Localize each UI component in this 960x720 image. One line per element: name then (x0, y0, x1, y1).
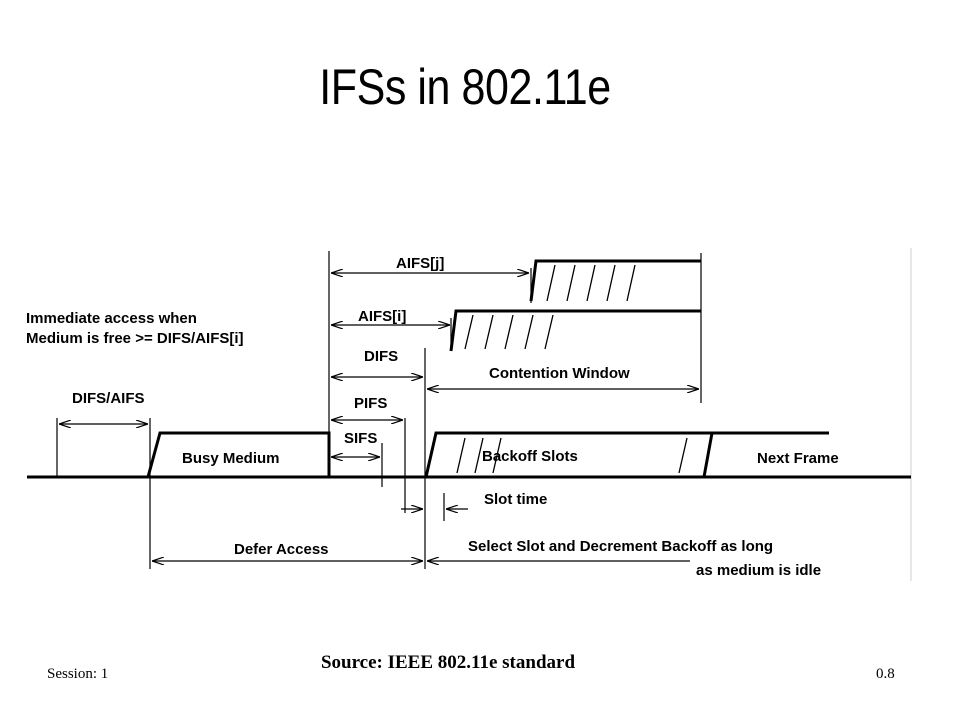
ifs-timing-diagram: Busy Medium Backoff Slots Next Frame AIF… (24, 243, 912, 581)
aifs-j-hatch (626, 264, 636, 302)
aifs-i-hatch (484, 314, 494, 350)
page-title: IFSs in 802.11e (319, 59, 611, 115)
aifs-j-hatch (566, 264, 576, 302)
difs-aifs-label: DIFS/AIFS (72, 390, 145, 407)
busy-medium-label: Busy Medium (182, 450, 280, 467)
difs-label: DIFS (364, 348, 398, 365)
aifs-i-pulse (449, 309, 701, 352)
page-number: 0.8 (876, 666, 895, 682)
defer-access-label: Defer Access (234, 541, 329, 558)
aifs-j-hatch (606, 264, 616, 302)
backoff-slots-pulse (424, 431, 829, 478)
immediate-access-line2: Medium is free >= DIFS/AIFS[i] (26, 330, 244, 347)
next-frame-label: Next Frame (757, 450, 839, 467)
select-slot-line2: as medium is idle (696, 562, 821, 579)
aifs-j-label: AIFS[j] (396, 255, 444, 272)
aifs-i-hatch (464, 314, 474, 350)
aifs-i-hatch (504, 314, 514, 350)
session-footer: Session: 1 (47, 666, 109, 682)
aifs-i-label: AIFS[i] (358, 308, 406, 325)
backoff-hatch (474, 437, 484, 474)
immediate-access-line1: Immediate access when (26, 310, 197, 327)
aifs-i-hatch (524, 314, 534, 350)
backoff-hatch (492, 437, 502, 474)
select-slot-line1: Select Slot and Decrement Backoff as lon… (468, 538, 773, 555)
aifs-i-hatch (544, 314, 554, 350)
aifs-j-hatch (586, 264, 596, 302)
source-caption: Source: IEEE 802.11e standard (320, 652, 576, 673)
backoff-hatch (456, 437, 466, 474)
backoff-slots-label: Backoff Slots (482, 448, 578, 465)
backoff-end-edge (702, 432, 714, 478)
slot-time-label: Slot time (484, 491, 547, 508)
backoff-hatch (678, 437, 688, 474)
pifs-label: PIFS (354, 395, 387, 412)
busy-medium-pulse (146, 431, 331, 478)
contention-window-label: Contention Window (489, 365, 630, 382)
aifs-j-hatch (546, 264, 556, 302)
sifs-label: SIFS (344, 430, 377, 447)
aifs-j-pulse (529, 259, 701, 302)
